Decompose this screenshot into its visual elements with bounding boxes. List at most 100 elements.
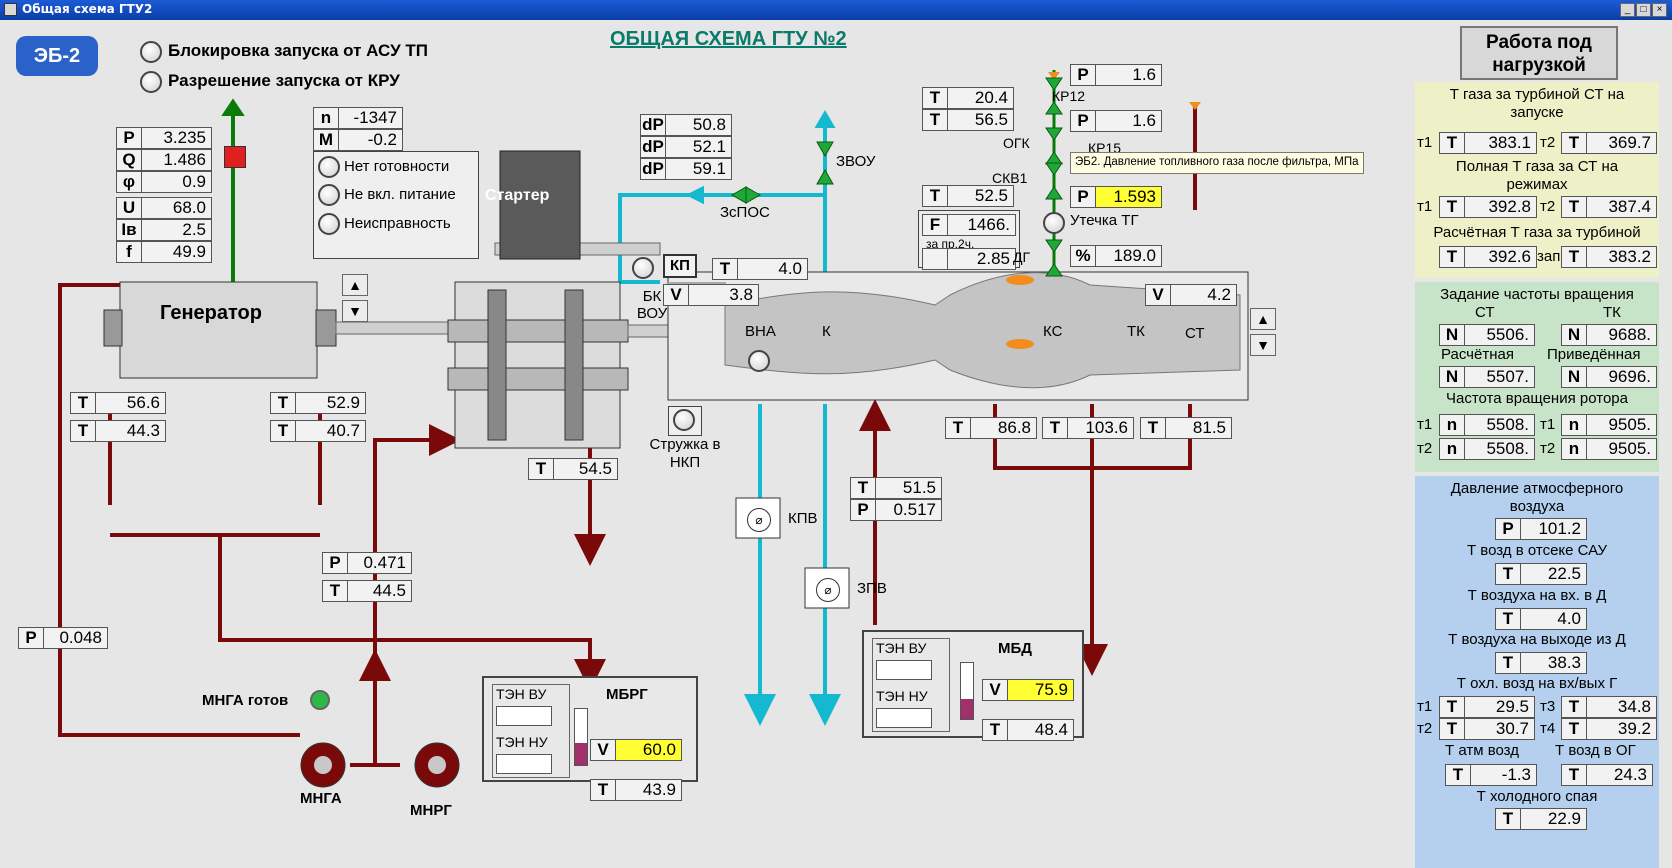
starter-M: M-0.2 — [313, 129, 403, 151]
leak-label: Утечка ТГ — [1070, 212, 1139, 229]
starter-status3: Неисправность — [344, 215, 451, 232]
kpv-label: КПВ — [788, 510, 818, 527]
app-icon — [4, 3, 17, 16]
s3-zap-label: зап — [1537, 248, 1561, 265]
starter-lamp3 — [318, 213, 340, 235]
close-button[interactable]: × — [1652, 3, 1667, 17]
mnga-label: МНГА — [300, 790, 342, 807]
sp-tk-label: ТК — [1603, 304, 1621, 321]
zpv-valve-icon[interactable]: ⌀ — [816, 578, 840, 602]
reduced-label: Приведённая — [1547, 346, 1641, 363]
s2-t1-label: т1 — [1417, 198, 1433, 215]
t-atm: T-1.3 — [1445, 764, 1537, 786]
minimize-button[interactable]: _ — [1620, 3, 1635, 17]
ogk-label: ОГК — [1003, 135, 1030, 151]
t-sau-title: Т возд в отсеке САУ — [1466, 542, 1608, 559]
mbrg-panel: ТЭН ВУ ТЭН НУ МБРГ — [482, 676, 698, 782]
mbrg-level-gauge — [574, 708, 588, 766]
mnga-ready-label: МНГА готов — [202, 692, 289, 709]
mbrg-ten-nu: ТЭН НУ — [496, 734, 548, 750]
kpv-valve-icon[interactable]: ⌀ — [747, 508, 771, 532]
block-lamp — [140, 41, 162, 63]
starter-status1: Нет готовности — [344, 158, 450, 175]
exhaust-damper-icon[interactable] — [224, 146, 246, 168]
cool-t3-label: т3 — [1540, 698, 1556, 715]
st-label: СТ — [1185, 325, 1205, 342]
t-og-title: Т возд в ОГ — [1555, 742, 1636, 759]
t-cold-title: Т холодного спая — [1476, 788, 1598, 805]
down-arrow-button[interactable]: ▼ — [342, 300, 368, 322]
zvou-label: ЗВОУ — [836, 153, 876, 170]
rot-t1-label: т1 — [1417, 416, 1433, 433]
zpv-label: ЗПВ — [857, 580, 887, 597]
starter-status-panel — [313, 151, 479, 259]
starter-status2: Не вкл. питание — [344, 186, 456, 203]
mbd-ten-nu-switch[interactable] — [876, 708, 932, 728]
s1-t2-label: т2 — [1540, 134, 1556, 151]
ks-label: КС — [1043, 323, 1063, 340]
starter-n: n-1347 — [313, 107, 403, 129]
scheme-canvas: ЭБ-2 Блокировка запуска от АСУ ТП Разреш… — [0, 20, 1672, 868]
mbrg-title: МБРГ — [606, 686, 648, 703]
s2-title: Полная Т газа за СТ на режимах — [1455, 158, 1619, 193]
permit-lamp — [140, 71, 162, 93]
t-cool-title: Т охл. возд на вх/вых Г — [1456, 675, 1618, 692]
mode-button-label: Работа под нагрузкой — [1486, 32, 1592, 76]
starter-label: Стартер — [485, 187, 550, 204]
fuel-F-sub: за пр.2ч. — [926, 237, 975, 251]
skv1-label: СКВ1 — [992, 170, 1028, 186]
block-label: Блокировка запуска от АСУ ТП — [168, 41, 428, 60]
s1-t1-label: т1 — [1417, 134, 1433, 151]
k-label: К — [822, 323, 831, 340]
mbrg-ten-nu-switch[interactable] — [496, 754, 552, 774]
eb-badge[interactable]: ЭБ-2 — [16, 36, 98, 76]
s3-title: Расчётная Т газа за турбиной — [1433, 224, 1641, 241]
mbrg-ten-vu: ТЭН ВУ — [496, 686, 547, 702]
up-arrow-button[interactable]: ▲ — [342, 274, 368, 296]
maximize-button[interactable]: □ — [1636, 3, 1651, 17]
mode-button[interactable]: Работа под нагрузкой — [1460, 26, 1618, 80]
kr12-label: КР12 — [1052, 88, 1086, 104]
mbd-ten-vu-switch[interactable] — [876, 660, 932, 680]
kp-label[interactable]: КП — [663, 254, 697, 278]
atm-title: Давление атмосферного воздуха — [1450, 480, 1624, 515]
starter-lamp2 — [318, 184, 340, 206]
rot-t1b-label: т1 — [1540, 416, 1556, 433]
turbine-up-button[interactable]: ▲ — [1250, 308, 1276, 330]
turbine-down-button[interactable]: ▼ — [1250, 334, 1276, 356]
mbrg-ten-vu-switch[interactable] — [496, 706, 552, 726]
leak-lamp — [1043, 212, 1065, 234]
rot-title: Частота вращения ротора — [1446, 390, 1628, 407]
s2-t2-label: т2 — [1540, 198, 1556, 215]
